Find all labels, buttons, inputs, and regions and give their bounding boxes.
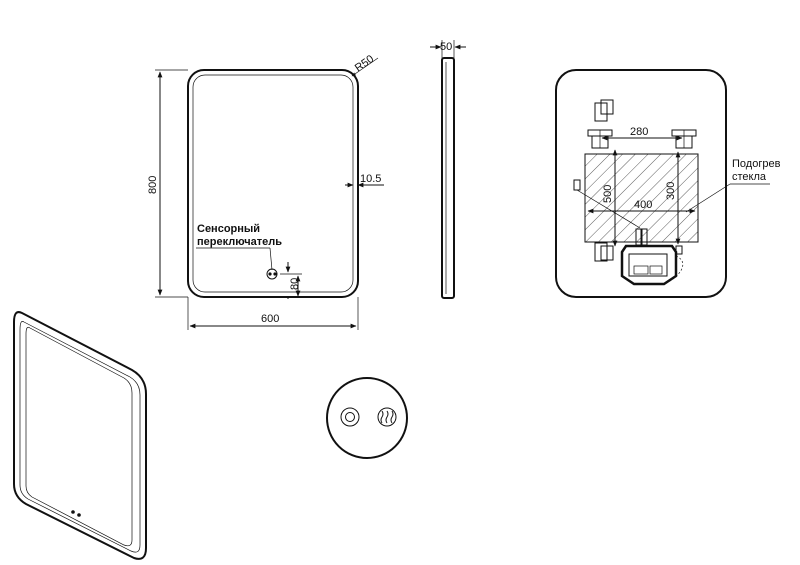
dim-width-text: 600 (261, 313, 279, 325)
touch-switch-label-2: переключатель (197, 236, 282, 248)
switch-dot-right (273, 272, 277, 276)
dim-height-text: 800 (147, 176, 159, 194)
switch-dot-left (268, 272, 272, 276)
switch-detail-circle (326, 377, 408, 459)
mount-bracket-mid-left (587, 129, 613, 149)
touch-switch-label-1: Сенсорный (197, 223, 260, 235)
perspective-view (13, 311, 147, 560)
back-outline (555, 69, 727, 298)
dim-back-h300-text: 300 (665, 182, 677, 200)
power-icon (340, 407, 360, 427)
dim-back-h500-text: 500 (602, 185, 614, 203)
wire-left (576, 189, 641, 229)
dim-radius-text: R50 (353, 53, 376, 74)
connector-left (573, 179, 581, 191)
dim-back-width-text: 280 (630, 126, 648, 138)
heating-leader (685, 183, 731, 213)
perspective-switch-dot-2 (77, 513, 81, 517)
control-box (620, 228, 684, 286)
mirror-perspective-outer (13, 311, 147, 560)
mirror-outline-inner (192, 74, 354, 293)
touch-switch-detail (326, 377, 408, 459)
switch-leader-v (269, 247, 273, 271)
heating-label-2: стекла (732, 171, 767, 183)
side-profile (441, 57, 455, 299)
mirror-perspective-inner (19, 321, 141, 553)
dim-depth-text: 50 (440, 41, 452, 53)
mount-bracket-top-left (594, 99, 614, 122)
dim-switch-text: 80 (289, 278, 301, 290)
heat-icon (377, 407, 397, 427)
perspective-switch-dot-1 (71, 510, 75, 514)
mirror-outline-outer (187, 69, 359, 298)
dim-inset-text: 10.5 (360, 173, 381, 185)
dim-back-w400-text: 400 (634, 199, 652, 211)
back-view: 280 400 500 300 Подогрев стекла (555, 69, 781, 298)
front-view: Сенсорный переключатель 800 600 R50 10.5… (147, 53, 384, 330)
side-view: 50 (430, 40, 466, 299)
mirror-perspective-glass (25, 326, 133, 547)
dim-radius-leader (351, 57, 379, 77)
mount-bracket-bottom-left (594, 242, 614, 262)
heating-label-1: Подогрев (732, 158, 781, 170)
mount-bracket-mid-right (671, 129, 697, 149)
